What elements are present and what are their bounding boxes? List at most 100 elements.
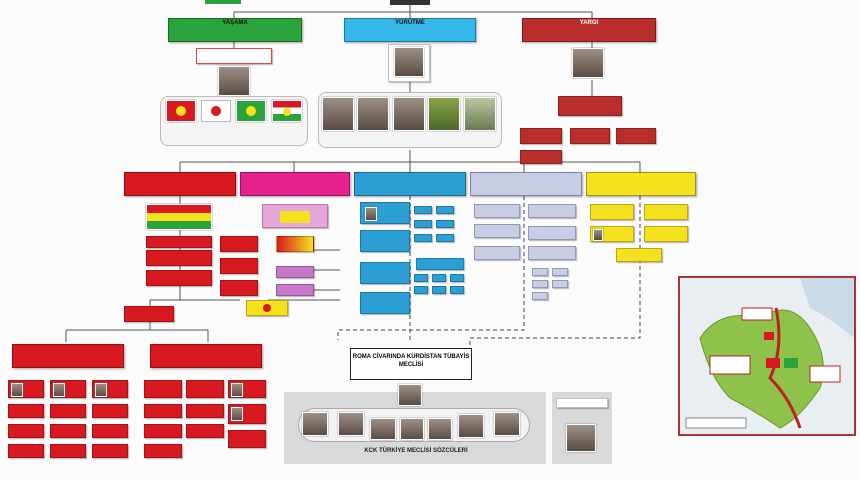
red-sub-header: [124, 306, 174, 322]
blue-small-box: [450, 274, 464, 282]
blue-small-box: [432, 274, 446, 282]
portrait-icon: [302, 412, 328, 436]
flag-icon: [272, 100, 302, 122]
yargi-header: YARGI: [522, 18, 656, 42]
yel-unit-box: [616, 248, 662, 262]
region-unit-box: [144, 444, 182, 458]
lav-unit-box: [474, 204, 520, 218]
region-unit-box: [228, 380, 266, 398]
yurutme-leader-portrait: [394, 47, 424, 77]
pink-main-box: [262, 204, 328, 228]
red-column-header: [124, 172, 236, 196]
blue-small-box: [414, 234, 432, 242]
region-unit-box: [186, 380, 224, 398]
yargi-child-box: [520, 150, 562, 164]
side-panel-label: [556, 398, 608, 408]
yasama-sub-label: [196, 48, 272, 64]
region-header-right: [150, 344, 262, 368]
portrait-icon: [458, 414, 484, 438]
yasama-title: YAŞAMA: [222, 20, 248, 26]
region-header-left: [12, 344, 124, 368]
region-unit-box: [92, 404, 128, 418]
yellow-column-header: [586, 172, 696, 196]
pink-unit-box: [276, 284, 314, 296]
flag-icon: [146, 204, 212, 230]
portrait-icon: [464, 97, 496, 131]
pink-flag-box: [276, 236, 314, 252]
blue-small-box: [436, 220, 454, 228]
blue-unit-box: [416, 258, 464, 270]
blue-small-box: [450, 286, 464, 294]
region-unit-box: [50, 404, 86, 418]
assembly-leader-portrait: [398, 384, 422, 406]
blue-unit-box: [360, 202, 410, 224]
region-unit-box: [50, 424, 86, 438]
blue-small-box: [432, 286, 446, 294]
yellow-emblem-box: [246, 300, 288, 316]
magenta-column-header: [240, 172, 350, 196]
portrait-icon: [338, 412, 364, 436]
blue-small-box: [414, 206, 432, 214]
lav-small-box: [532, 268, 548, 276]
blue-small-box: [436, 234, 454, 242]
portrait-icon: [322, 97, 354, 131]
region-unit-box: [186, 424, 224, 438]
red-unit-box: [146, 236, 212, 248]
side-panel-portrait: [566, 424, 596, 452]
region-unit-box: [8, 380, 44, 398]
blue-unit-box: [360, 262, 410, 284]
region-unit-box: [92, 424, 128, 438]
yargi-child-box: [570, 128, 610, 144]
pink-column-line: [268, 249, 340, 301]
lavender-column-header: [470, 172, 582, 196]
portrait-icon: [393, 97, 425, 131]
dashed-lav-link: [337, 196, 525, 340]
assembly-box: ROMA CİVARINDA KÜRDİSTAN TÜBAYİS MECLİSİ: [350, 348, 472, 380]
flag-icon: [201, 100, 231, 122]
blue-unit-box: [360, 292, 410, 314]
region-unit-box: [92, 444, 128, 458]
flag-icon: [166, 100, 196, 122]
region-unit-box: [144, 380, 182, 398]
flag-icon: [236, 100, 266, 122]
yargi-sub-box: [558, 96, 622, 116]
region-unit-box: [8, 444, 44, 458]
top-mini-box-center: [390, 0, 430, 5]
yargi-leader-portrait: [572, 48, 604, 78]
lav-small-box: [552, 268, 568, 276]
region-unit-box: [92, 380, 128, 398]
portrait-icon: [428, 97, 460, 131]
top-mini-box-left: [205, 0, 241, 4]
mid-row-connector: [179, 150, 641, 172]
red-unit-box: [220, 236, 258, 252]
lav-unit-box: [528, 204, 576, 218]
blue-small-box: [414, 274, 428, 282]
map-icon: [678, 276, 856, 436]
region-unit-box: [228, 430, 266, 448]
region-unit-box: [144, 404, 182, 418]
region-unit-box: [8, 424, 44, 438]
yel-unit-box: [644, 226, 688, 242]
yurutme-header: YÜRÜTME: [344, 18, 476, 42]
red-unit-box: [220, 280, 258, 296]
region-map: [680, 278, 854, 434]
red-unit-box: [220, 258, 258, 274]
dashed-yel-link: [469, 196, 641, 350]
panel-caption: KCK TÜRKİYE MECLİSİ SÖZCÜLERİ: [364, 448, 468, 454]
blue-small-box: [436, 206, 454, 214]
yargi-child-box: [520, 128, 562, 144]
red-unit-box: [146, 250, 212, 266]
portrait-icon: [357, 97, 389, 131]
region-unit-box: [50, 380, 86, 398]
region-unit-box: [50, 444, 86, 458]
yurutme-title: YÜRÜTME: [395, 20, 425, 26]
region-unit-box: [228, 404, 266, 424]
region-unit-box: [186, 404, 224, 418]
lav-unit-box: [474, 224, 520, 238]
region-unit-box: [144, 424, 182, 438]
lav-unit-box: [528, 226, 576, 240]
yargi-child-box: [616, 128, 656, 144]
yel-unit-box: [590, 204, 634, 220]
portrait-icon: [400, 418, 424, 440]
